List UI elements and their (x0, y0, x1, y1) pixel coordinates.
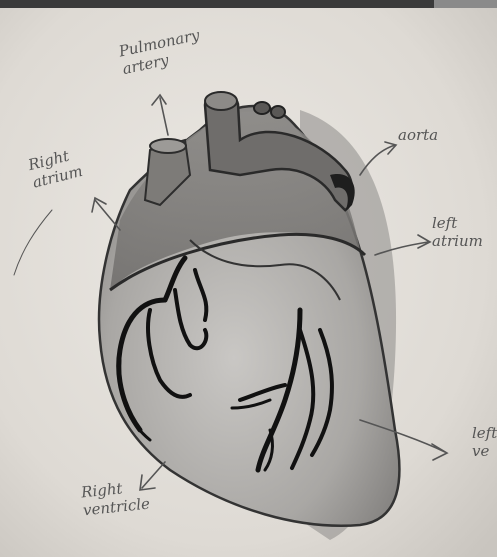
label-left-ventricle: left ve (472, 424, 497, 460)
label-aorta: aorta (398, 126, 438, 144)
pulmonary-opening (150, 139, 186, 153)
aorta-branch-2 (271, 106, 285, 118)
top-dark-strip (0, 0, 497, 8)
aorta-branch-1 (254, 102, 270, 114)
label-left-atrium: left atrium (432, 214, 483, 250)
label-right-ventricle: Right ventricle (80, 477, 150, 520)
aorta-opening (205, 92, 237, 110)
corner-dark-patch (434, 0, 497, 8)
